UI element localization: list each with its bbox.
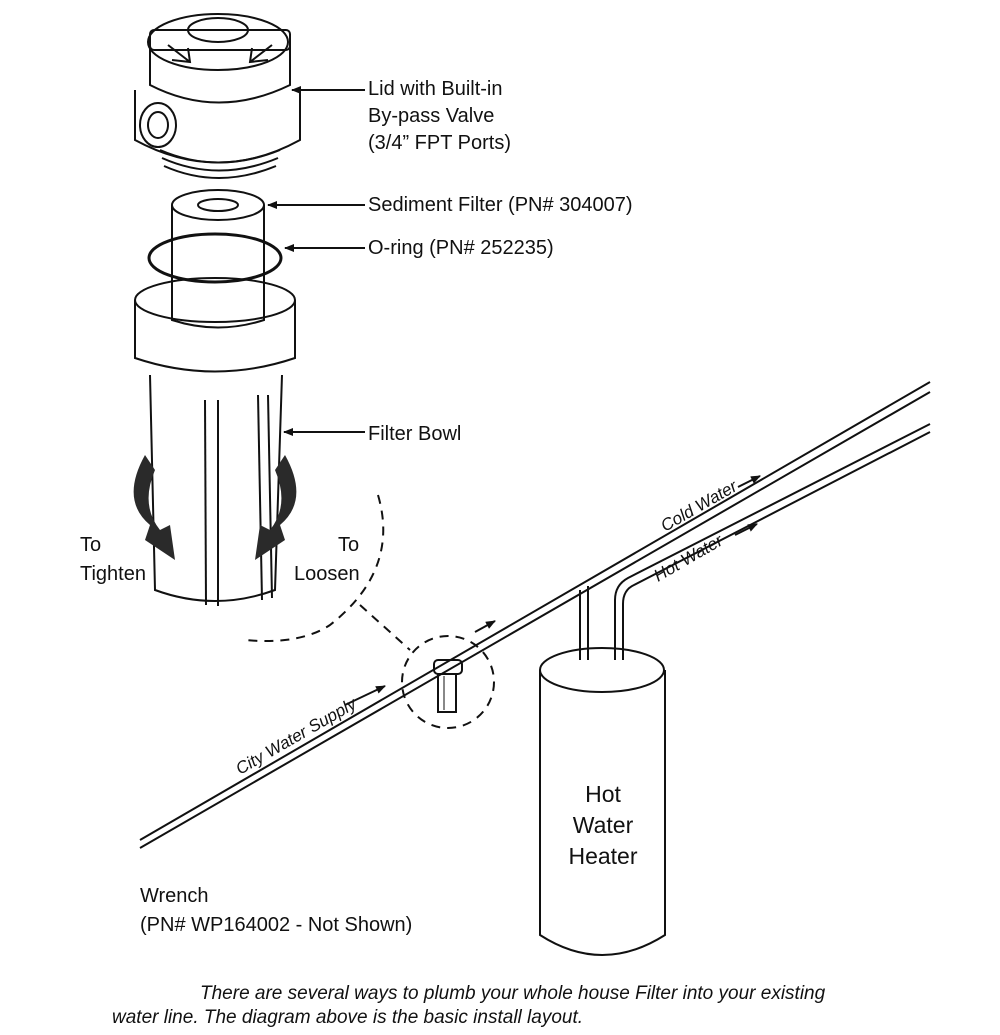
filter-lid	[134, 13, 301, 179]
o-ring-label: O-ring (PN# 252235)	[368, 237, 554, 259]
cold-water-pipe	[139, 381, 931, 849]
filter-bowl-label: Filter Bowl	[368, 423, 461, 445]
heater-label-line1: Hot	[585, 781, 621, 807]
lid-label-line1: Lid with Built-in	[368, 78, 503, 100]
to-tighten-label-line1: To	[80, 534, 101, 556]
to-loosen-label-line2: Loosen	[294, 563, 360, 585]
lid-label-line3: (3/4” FPT Ports)	[368, 132, 511, 154]
o-ring	[147, 232, 283, 284]
sediment-filter	[171, 189, 265, 329]
filter-detail-circle	[401, 635, 495, 729]
tighten-arrow-icon	[133, 455, 175, 560]
filter-bowl	[134, 277, 296, 606]
wrench-label-line1: Wrench	[140, 885, 209, 907]
wrench-label-line2: (PN# WP164002 - Not Shown)	[140, 914, 412, 936]
to-loosen-label-line1: To	[338, 534, 359, 556]
installed-filter-icon	[433, 659, 463, 713]
callout-dashed-arc	[244, 494, 385, 642]
water-heater: Hot Water Heater	[539, 647, 666, 956]
sediment-filter-label: Sediment Filter (PN# 304007)	[368, 194, 633, 216]
city-water-supply-label: City Water Supply	[233, 693, 361, 778]
loosen-arrow-icon	[255, 455, 297, 560]
caption-line1: There are several ways to plumb your who…	[200, 983, 826, 1004]
caption-line2: water line. The diagram above is the bas…	[112, 1007, 583, 1028]
heater-label-line2: Water	[573, 812, 634, 838]
to-tighten-label-line2: Tighten	[80, 563, 146, 585]
heater-label-line3: Heater	[568, 843, 637, 869]
lid-label-line2: By-pass Valve	[368, 105, 494, 127]
hot-water-pipe	[614, 423, 931, 660]
